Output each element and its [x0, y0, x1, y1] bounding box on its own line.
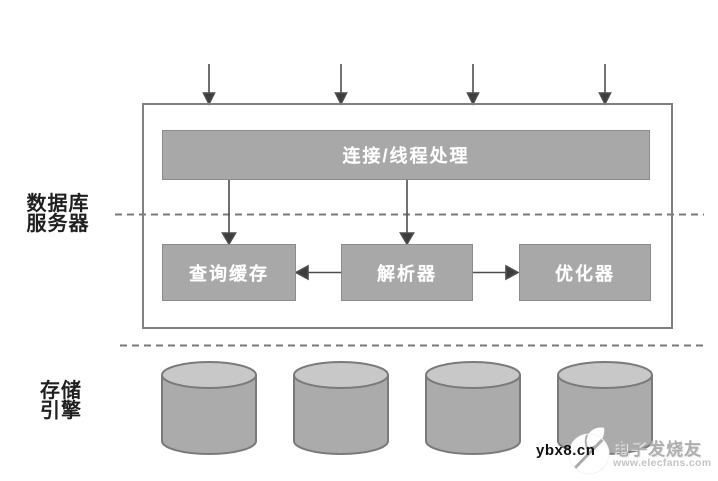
storage-engine-label-line1: 存储	[40, 380, 82, 402]
incoming-connection-arrow	[466, 64, 480, 106]
storage-engine-label-line2: 引擎	[40, 400, 82, 422]
parser-box: 解析器	[341, 244, 473, 301]
watermark-site-text: ybx8.cn	[536, 442, 596, 459]
watermark: ybx8.cn 电子发烧友 www.elecfans.com	[530, 424, 718, 480]
connection-thread-label: 连接/线程处理	[342, 146, 470, 166]
connection-to-parser-arrow	[399, 180, 415, 246]
storage-engine-cylinder	[161, 361, 257, 455]
query-cache-label: 查询缓存	[189, 263, 269, 284]
database-server-label: 数据库 服务器	[16, 194, 100, 234]
connection-to-query-cache-arrow	[221, 180, 237, 246]
elecfans-leaf-logo-icon	[568, 425, 610, 475]
incoming-connection-arrow	[202, 64, 216, 106]
parser-to-optimizer-arrow	[473, 264, 520, 281]
optimizer-box: 优化器	[519, 244, 651, 301]
database-server-label-line1: 数据库	[26, 193, 90, 215]
storage-engine-label: 存储 引擎	[19, 381, 103, 421]
storage-engine-cylinder	[293, 361, 389, 455]
watermark-url-text: www.elecfans.com	[613, 457, 712, 469]
parser-label: 解析器	[377, 263, 437, 284]
incoming-connection-arrow	[598, 64, 612, 106]
optimizer-label: 优化器	[555, 263, 615, 284]
database-server-label-line2: 服务器	[26, 213, 90, 235]
parser-to-query-cache-arrow	[294, 264, 341, 281]
watermark-brand-text: 电子发烧友	[612, 440, 702, 459]
storage-engine-cylinder	[425, 361, 521, 455]
query-cache-box: 查询缓存	[162, 244, 296, 301]
incoming-connection-arrow	[334, 64, 348, 106]
server-boundary-box	[142, 103, 673, 329]
connection-thread-box: 连接/线程处理	[162, 130, 650, 180]
